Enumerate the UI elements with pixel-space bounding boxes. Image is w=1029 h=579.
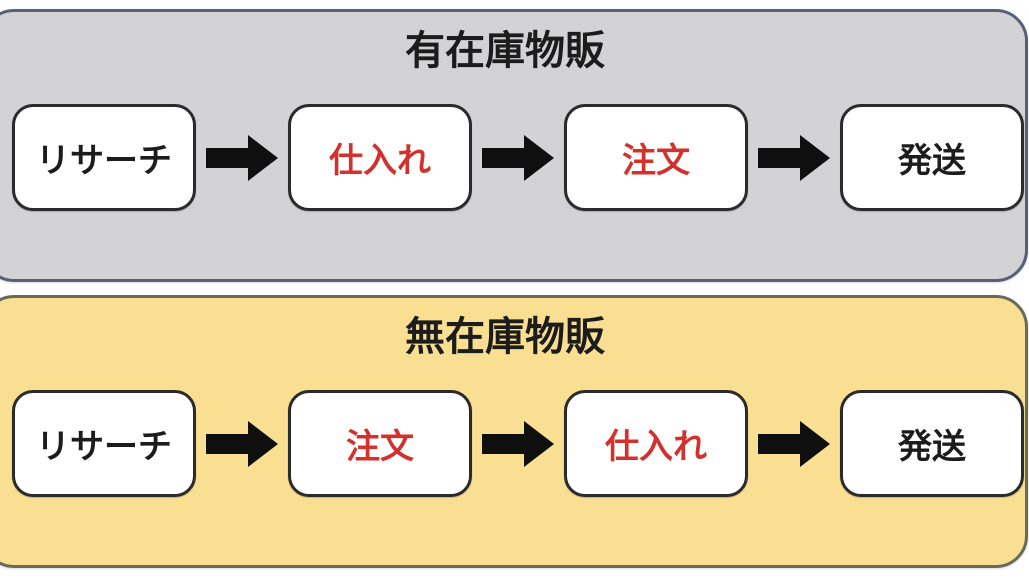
- right-arrow-icon: [758, 420, 830, 467]
- step-box: 仕入れ: [288, 104, 472, 211]
- step-box: リサーチ: [12, 104, 196, 211]
- right-arrow-icon: [206, 420, 278, 467]
- step-label: 注文: [346, 428, 414, 466]
- right-arrow-icon: [482, 420, 554, 467]
- step-label: 発送: [898, 428, 966, 466]
- step-label: 仕入れ: [329, 142, 431, 180]
- step-box: 発送: [840, 390, 1024, 497]
- flow-row: リサーチ 仕入れ 注文 発送: [12, 104, 1024, 211]
- panel-in-stock: 有在庫物販 リサーチ 仕入れ 注文 発送: [0, 9, 1028, 282]
- step-label: リサーチ: [36, 428, 172, 466]
- panel-no-stock: 無在庫物販 リサーチ 注文 仕入れ 発送: [0, 295, 1028, 568]
- step-box: 注文: [564, 104, 748, 211]
- step-label: リサーチ: [36, 142, 172, 180]
- step-box: リサーチ: [12, 390, 196, 497]
- step-label: 仕入れ: [605, 428, 707, 466]
- panel-title: 無在庫物販: [405, 315, 605, 359]
- step-box: 注文: [288, 390, 472, 497]
- right-arrow-icon: [482, 134, 554, 181]
- right-arrow-icon: [758, 134, 830, 181]
- panel-title: 有在庫物販: [405, 29, 605, 73]
- step-label: 注文: [622, 142, 690, 180]
- step-box: 仕入れ: [564, 390, 748, 497]
- step-label: 発送: [898, 142, 966, 180]
- right-arrow-icon: [206, 134, 278, 181]
- step-box: 発送: [840, 104, 1024, 211]
- flow-row: リサーチ 注文 仕入れ 発送: [12, 390, 1024, 497]
